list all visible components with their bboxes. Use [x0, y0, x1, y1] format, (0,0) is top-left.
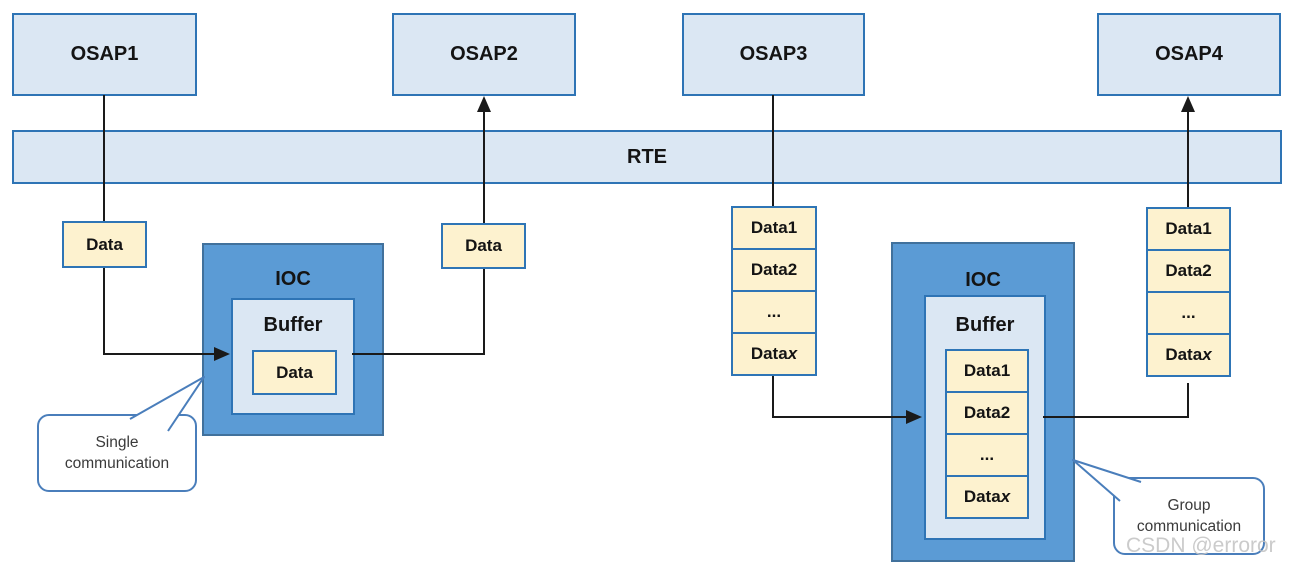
- ioc2-label: IOC: [965, 269, 1001, 291]
- arrow-right-icon: [906, 410, 922, 424]
- single-callout-line1: Single: [95, 434, 139, 451]
- osap2-data-label: Data: [465, 236, 502, 255]
- osap1-data-label: Data: [86, 234, 123, 254]
- osap1-to-ioc1-connector: [103, 95, 214, 355]
- osap1-label: OSAP1: [70, 43, 139, 65]
- stack-cell-label: Data1: [750, 218, 798, 237]
- ioc1-buffer-label: Buffer: [263, 314, 323, 336]
- osap3-node: OSAP3: [682, 13, 865, 96]
- osap3-to-ioc2-connector: [772, 95, 906, 418]
- stack-cell-label-suffix: x: [1000, 487, 1011, 506]
- ioc2-to-stack-connector: [1043, 383, 1189, 418]
- osap1-data-box: Data: [62, 221, 147, 268]
- stack-cell-label: Data1: [1165, 219, 1212, 238]
- osap3-label: OSAP3: [739, 43, 808, 65]
- ioc1-buffer-data-box: Data: [252, 350, 337, 395]
- stack-cell: Data1: [731, 206, 817, 250]
- stack-cell-label-suffix: x: [1202, 345, 1212, 364]
- osap4-label: OSAP4: [1155, 43, 1223, 65]
- arrow-up-icon: [1181, 96, 1195, 112]
- ioc1-block: IOC Buffer Data: [202, 243, 384, 436]
- arrow-up-icon: [477, 96, 491, 112]
- group-callout-line1: Group: [1167, 497, 1211, 514]
- osap4-node: OSAP4: [1097, 13, 1281, 96]
- rte-label: RTE: [627, 145, 667, 168]
- stack-cell: ...: [945, 433, 1029, 477]
- stack-cell-label: Data1: [963, 361, 1011, 380]
- ioc1-buffer-data-label: Data: [276, 362, 313, 382]
- single-callout-line2: communication: [64, 455, 170, 472]
- osap2-data-box: Data: [441, 223, 526, 269]
- stack-cell: Data2: [945, 391, 1029, 435]
- ioc1-to-osap2-connector: [352, 112, 485, 355]
- osap1-node: OSAP1: [12, 13, 197, 96]
- group-callout-line2: communication: [1136, 518, 1242, 535]
- osap2-label: OSAP2: [450, 43, 518, 65]
- ioc1-buffer: Buffer Data: [231, 298, 355, 415]
- stack-cell: Data2: [731, 248, 817, 292]
- ioc2-buffer-label: Buffer: [955, 314, 1015, 336]
- stack-cell: ...: [1146, 291, 1231, 335]
- rte-bus: RTE: [12, 130, 1282, 184]
- stack-cell-label: ...: [1181, 303, 1196, 322]
- stack-cell: Data2: [1146, 249, 1231, 293]
- arrow-right-icon: [214, 347, 230, 361]
- stack-cell-label: Data: [750, 344, 788, 363]
- stack-cell-label: Data: [963, 487, 1001, 506]
- stack-cell-label: Data2: [1165, 261, 1212, 280]
- stack-cell-label: Data: [1165, 345, 1203, 364]
- stack-cell-label: Data2: [963, 403, 1011, 422]
- stack-cell-label: ...: [766, 302, 782, 321]
- watermark: CSDN @erroror: [1126, 534, 1276, 557]
- ioc1-label: IOC: [275, 268, 311, 290]
- stack-cell: Data1: [1146, 207, 1231, 251]
- stack-cell: ...: [731, 290, 817, 334]
- osap2-node: OSAP2: [392, 13, 576, 96]
- single-communication-callout: Single communication: [37, 414, 197, 492]
- stack-cell-label: ...: [979, 445, 995, 464]
- stack-cell-label: Data2: [750, 260, 798, 279]
- stack-cell-label-suffix: x: [787, 344, 798, 363]
